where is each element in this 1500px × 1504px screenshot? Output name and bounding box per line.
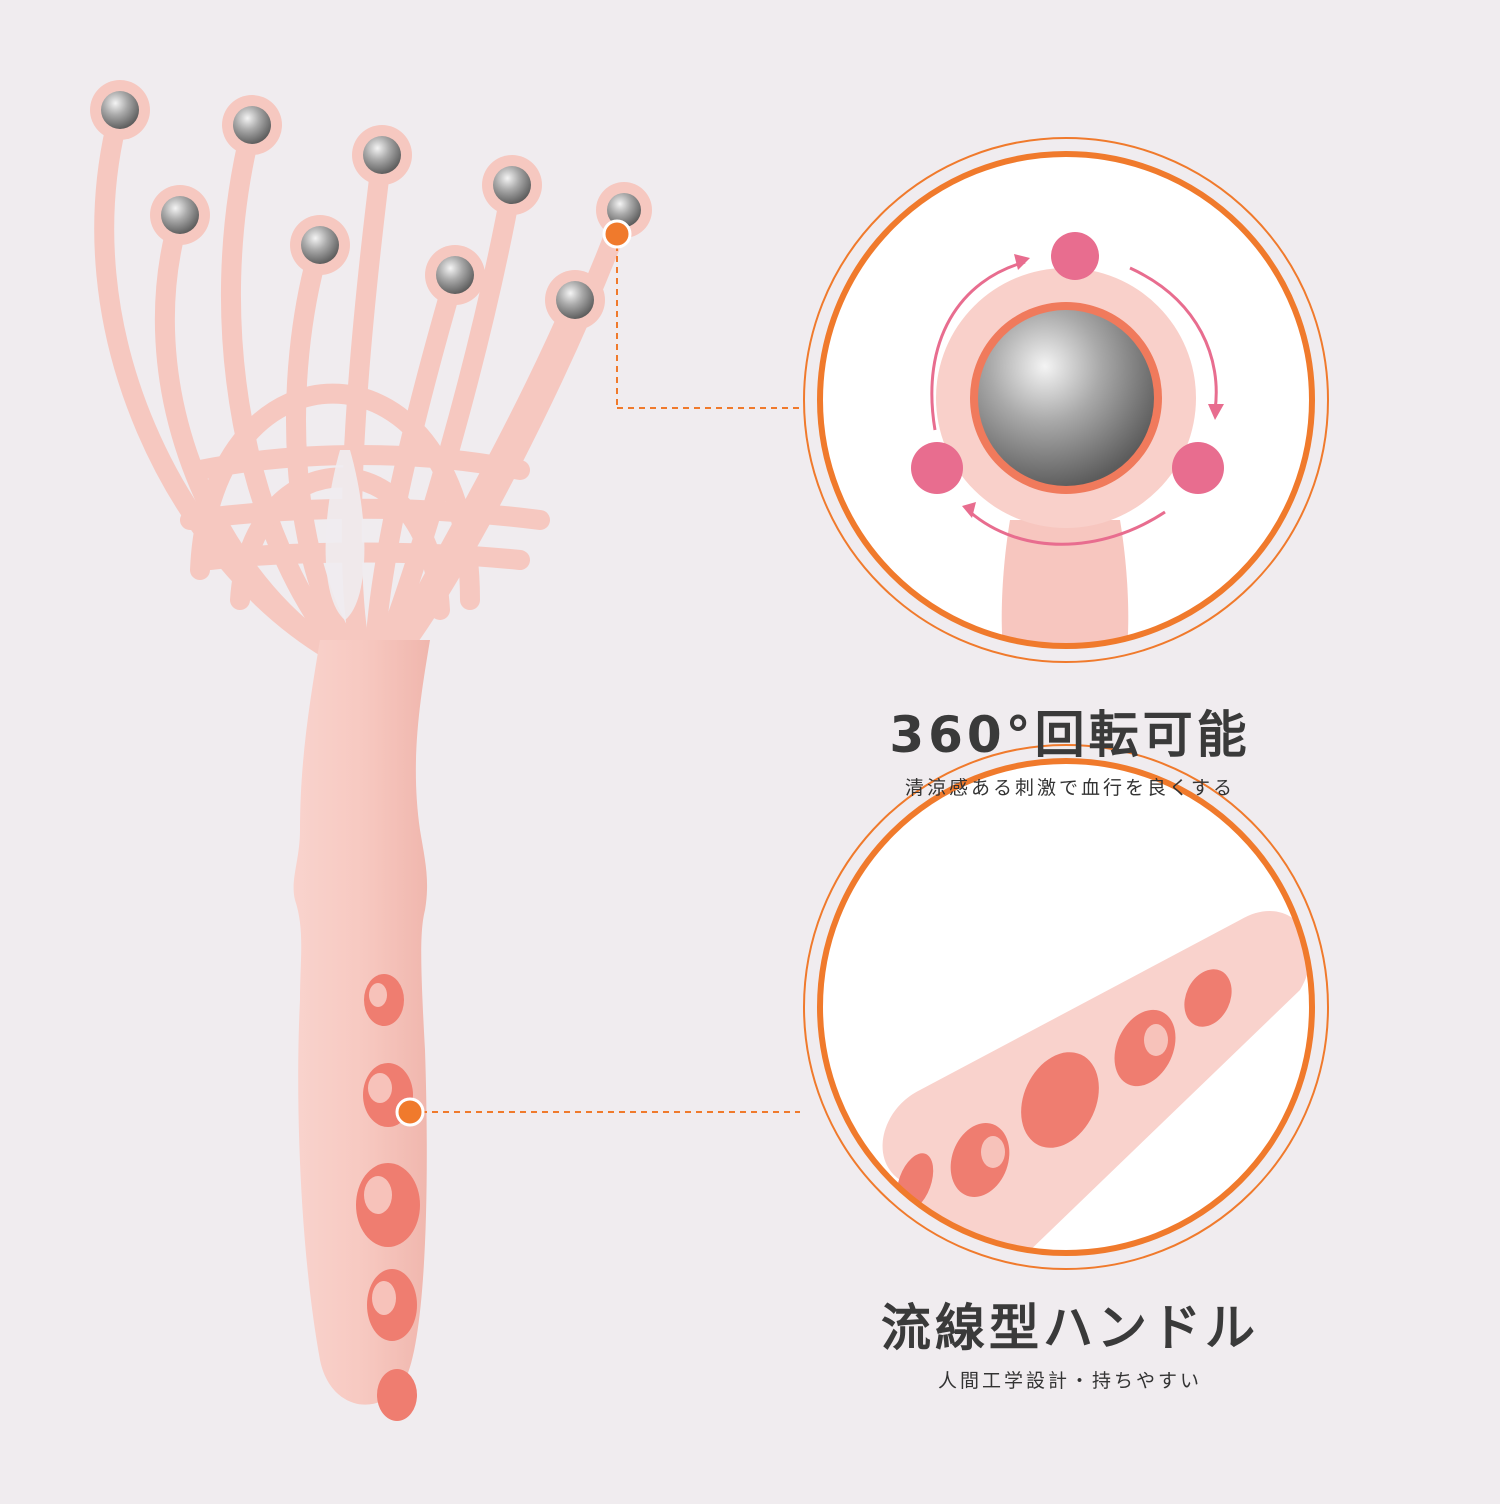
callout-leaders <box>395 219 800 1127</box>
feature-rotation-title: 360°回転可能 <box>889 706 1251 764</box>
zoom-handle <box>803 744 1329 1270</box>
feature-handle-title: 流線型ハンドル <box>881 1299 1259 1357</box>
feature-handle: 流線型ハンドル 人間工学設計・持ちやすい <box>820 1288 1320 1393</box>
feature-handle-subtitle: 人間工学設計・持ちやすい <box>937 1370 1202 1392</box>
feature-rotation: 360°回転可能 清涼感ある刺激で血行を良くする <box>820 695 1320 800</box>
zoom-ball-rotation <box>803 137 1329 663</box>
massager-body <box>90 80 652 1421</box>
feature-rotation-subtitle: 清涼感ある刺激で血行を良くする <box>904 777 1235 799</box>
